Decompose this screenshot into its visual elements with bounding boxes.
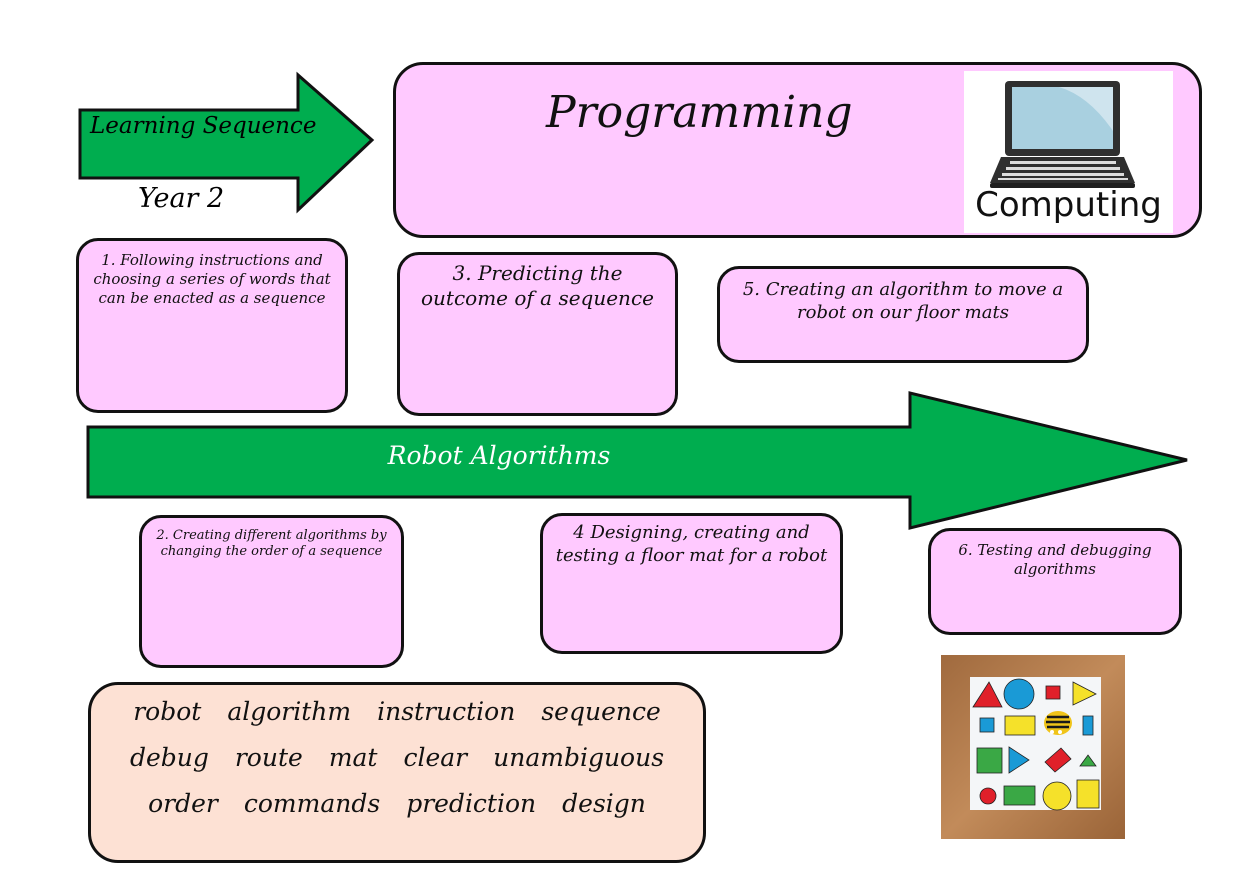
- yellow-triangle-shape: [1072, 681, 1097, 706]
- topic-title: Programming: [546, 87, 853, 138]
- bee-bot-floor-mat-photo: [941, 655, 1125, 839]
- red-rectangle-shape: [1044, 747, 1072, 773]
- red-circle-shape: [979, 787, 997, 805]
- vocabulary-row: robot algorithm instruction sequence: [91, 689, 703, 733]
- vocab-word: robot: [133, 696, 202, 726]
- vocab-word: debug: [129, 742, 209, 772]
- blue-circle-shape: [1003, 678, 1035, 710]
- lesson-text: 4 Designing, creating and testing a floo…: [555, 522, 828, 566]
- vocab-word: algorithm: [227, 696, 352, 726]
- green-square-shape: [976, 747, 1003, 774]
- lesson-text: 3. Predicting the outcome of a sequence: [421, 261, 654, 310]
- learning-sequence-arrow-shape: [78, 71, 375, 214]
- vocab-word: prediction: [406, 788, 537, 818]
- unit-title: Robot Algorithms: [387, 441, 611, 470]
- subject-symbol: Computing: [964, 71, 1173, 233]
- vocab-word: mat: [328, 742, 378, 772]
- yellow-rectangle-shape: [1004, 715, 1036, 736]
- vocab-word: design: [562, 788, 646, 818]
- vocabulary-row: debug route mat clear unambiguous: [91, 735, 703, 779]
- vocab-word: clear: [403, 742, 468, 772]
- green-rectangle-shape: [1003, 785, 1036, 806]
- lesson-card-5: 5. Creating an algorithm to move a robot…: [717, 266, 1089, 363]
- blue-square-shape: [979, 717, 995, 733]
- lesson-text: 6. Testing and debugging algorithms: [958, 541, 1152, 578]
- lesson-card-3: 3. Predicting the outcome of a sequence: [397, 252, 678, 416]
- lesson-card-2: 2. Creating different algorithms by chan…: [139, 515, 404, 668]
- blue-rectangle-shape: [1082, 715, 1094, 736]
- green-triangle-shape: [1079, 754, 1097, 767]
- red-square-shape: [1045, 685, 1061, 700]
- vocabulary-box: robot algorithm instruction sequence deb…: [88, 682, 706, 863]
- lesson-text: 5. Creating an algorithm to move a robot…: [742, 279, 1064, 323]
- blue-triangle-shape: [1008, 746, 1030, 774]
- vocab-word: order: [148, 788, 218, 818]
- learning-sequence-label: Learning Sequence: [90, 113, 317, 139]
- floor-mat-image: [941, 655, 1125, 839]
- vocab-word: instruction: [377, 696, 516, 726]
- subject-label: Computing: [975, 185, 1162, 225]
- vocab-word: route: [234, 742, 303, 772]
- robot-algorithms-arrow-shape: [86, 391, 1188, 530]
- lesson-card-1: 1. Following instructions and choosing a…: [76, 238, 348, 413]
- bee-bot-robot: [1044, 711, 1072, 735]
- yellow-square-shape: [1076, 779, 1100, 809]
- year-label: Year 2: [138, 183, 225, 214]
- vocab-word: commands: [243, 788, 381, 818]
- lesson-text: 2. Creating different algorithms by chan…: [156, 528, 387, 560]
- vocabulary-row: order commands prediction design: [91, 781, 703, 825]
- lesson-card-6: 6. Testing and debugging algorithms: [928, 528, 1182, 635]
- vocab-word: sequence: [541, 696, 661, 726]
- lesson-card-4: 4 Designing, creating and testing a floo…: [540, 513, 843, 654]
- lesson-text: 1. Following instructions and choosing a…: [93, 251, 331, 307]
- yellow-circle-shape: [1042, 781, 1072, 811]
- laptop-icon: [990, 81, 1135, 188]
- vocab-word: unambiguous: [493, 742, 665, 772]
- topic-header: Programming Computing: [393, 62, 1202, 238]
- red-triangle-shape: [972, 681, 1003, 708]
